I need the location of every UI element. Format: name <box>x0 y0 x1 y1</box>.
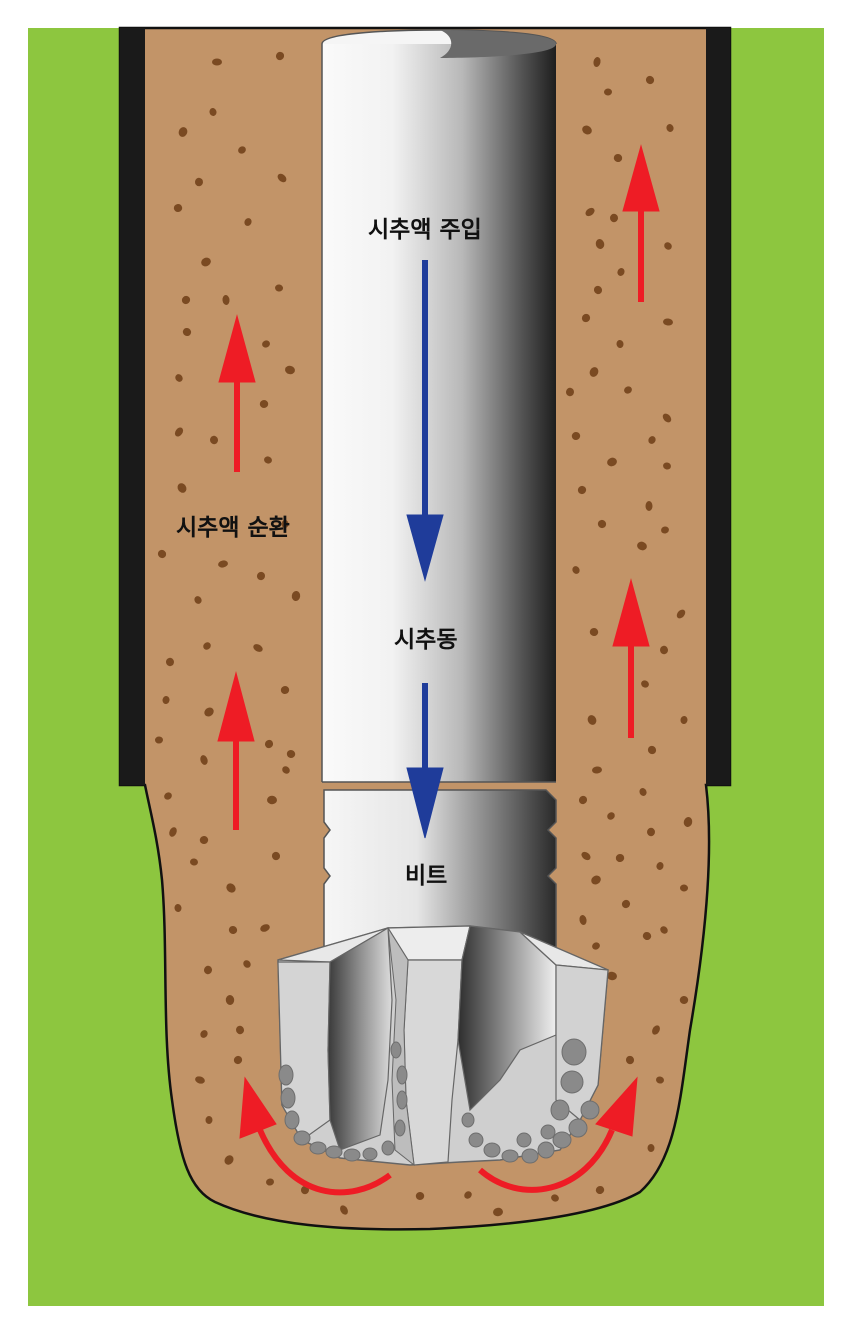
cuttings-particles <box>155 51 693 1217</box>
flow-down-arrows <box>406 260 444 839</box>
circulation-label: 시추액 순환 <box>176 515 290 541</box>
drill-pipe-label: 시추동 <box>394 627 458 653</box>
injection-label: 시추액 주입 <box>368 217 482 243</box>
flow-up-arrows <box>217 144 660 1196</box>
casing-left <box>120 28 145 785</box>
casing-right <box>706 28 730 785</box>
bit-label: 비트 <box>405 863 448 889</box>
drill-pipe <box>321 29 557 783</box>
drill-bit <box>277 789 609 1167</box>
